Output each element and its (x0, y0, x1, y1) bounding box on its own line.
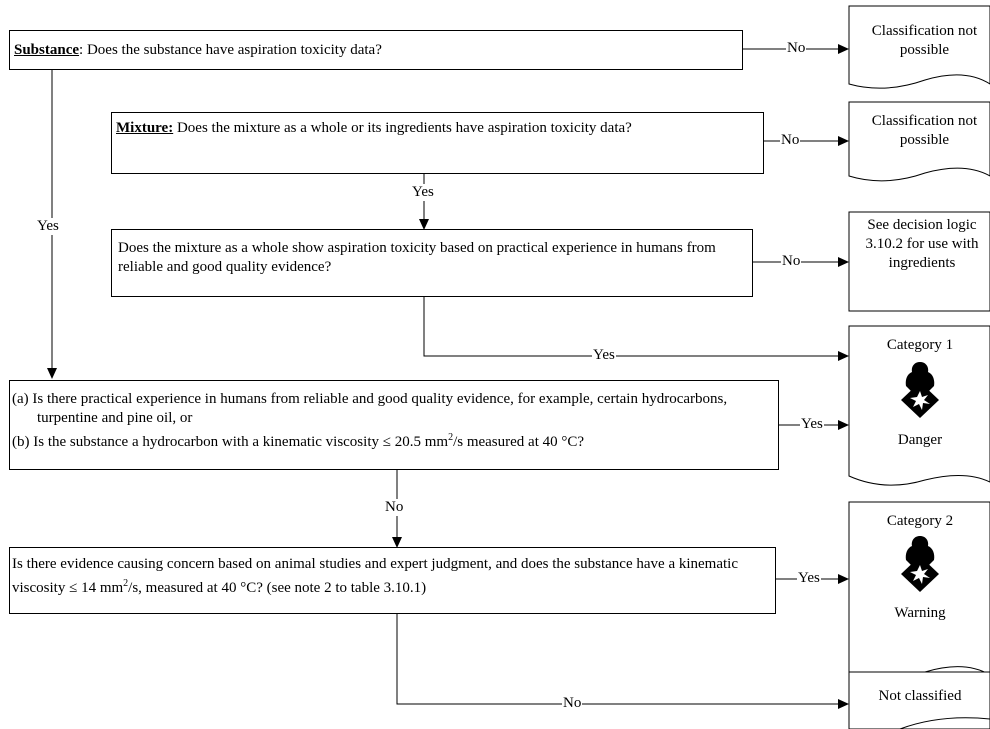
animal-evidence-box: Is there evidence causing concern based … (9, 547, 776, 614)
arrow-animal-no (396, 613, 849, 709)
outcome-shape-see-logic (848, 211, 990, 312)
label-yes-practical: Yes (592, 347, 616, 364)
label-no-animal: No (562, 695, 583, 712)
criteria-box: (a) Is there practical experience in hum… (9, 380, 779, 470)
health-hazard-icon (901, 362, 939, 418)
health-hazard-icon (901, 536, 939, 592)
arrow-practical-yes (423, 296, 849, 361)
substance-question-box: Substance: Does the substance have aspir… (9, 30, 743, 70)
label-yes-criteria: Yes (800, 416, 824, 433)
label-yes-animal: Yes (797, 570, 821, 587)
criteria-a: (a) Is there practical experience in hum… (12, 391, 728, 426)
mixture-lead: Mixture: (116, 120, 174, 136)
practical-question: Does the mixture as a whole show aspirat… (118, 240, 716, 275)
outcome-shape-not-possible-2 (848, 101, 990, 182)
outcome-shape-not-classified (848, 671, 990, 729)
outcome-not-possible-1: Classification not possible (871, 23, 978, 58)
outcome-not-possible-2: Classification not possible (871, 113, 978, 148)
mixture-question: Does the mixture as a whole or its ingre… (173, 120, 632, 136)
substance-lead: Substance (14, 42, 80, 58)
criteria-b: (b) Is the substance a hydrocarbon with … (12, 432, 585, 450)
substance-question: : Does the substance have aspiration tox… (79, 42, 382, 58)
outcome-category-1-signal: Danger (897, 432, 943, 448)
label-no-criteria: No (384, 499, 405, 516)
outcome-see-logic: See decision logic 3.10.2 for use with i… (865, 217, 979, 271)
outcome-not-classified: Not classified (878, 688, 962, 704)
animal-question: Is there evidence causing concern based … (12, 556, 738, 596)
outcome-category-2-title: Category 2 (886, 513, 954, 529)
label-no-practical: No (781, 253, 802, 270)
practical-experience-box: Does the mixture as a whole show aspirat… (111, 229, 753, 297)
outcome-category-1-title: Category 1 (886, 337, 954, 353)
label-no-mixture: No (780, 132, 801, 149)
label-no-substance: No (786, 40, 807, 57)
mixture-question-box: Mixture: Does the mixture as a whole or … (111, 112, 764, 174)
outcome-shape-not-possible-1 (848, 5, 990, 89)
label-yes-mixture: Yes (411, 184, 435, 201)
outcome-category-2-signal: Warning (894, 605, 946, 621)
label-yes-substance: Yes (36, 218, 60, 235)
